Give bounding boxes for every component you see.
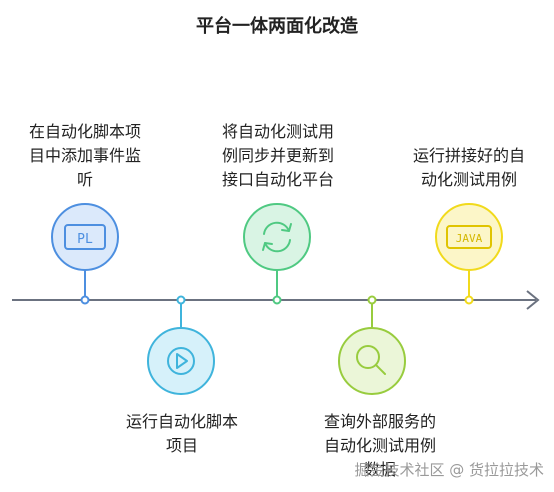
step-4-marker: [338, 295, 406, 395]
search-icon: [356, 345, 386, 375]
step-1-marker: PL: [51, 203, 119, 305]
step-2-marker: [147, 295, 215, 395]
terminal-icon: PL: [64, 224, 106, 250]
step-2-label: 运行自动化脚本 项目: [125, 412, 238, 455]
step-1-node: [51, 203, 119, 271]
step-3-node: [243, 203, 311, 271]
watermark: 掘金技术社区 @ 货拉拉技术: [354, 461, 544, 479]
step-1-label: 在自动化脚本项 目中添加事件监 听: [28, 122, 141, 189]
step-5-node: [435, 203, 503, 271]
diagram-title: 平台一体两面化改造: [196, 16, 358, 37]
step-4-node: [338, 327, 406, 395]
step-2-node: [147, 327, 215, 395]
java-icon: JAVA: [446, 225, 492, 249]
step-5-marker: JAVA: [435, 203, 503, 305]
timeline-arrowhead: [526, 290, 540, 310]
step-1-icon-label: PL: [77, 232, 93, 247]
step-3-label: 将自动化测试用 例同步并更新到 接口自动化平台: [221, 122, 334, 189]
step-5-label: 运行拼接好的自 动化测试用例: [412, 146, 525, 189]
sync-icon: [262, 221, 292, 253]
step-5-icon-label: JAVA: [456, 232, 483, 245]
step-4-label: 查询外部服务的 自动化测试用例 数据: [323, 412, 436, 479]
play-icon: [167, 347, 195, 375]
step-3-marker: [243, 203, 311, 305]
